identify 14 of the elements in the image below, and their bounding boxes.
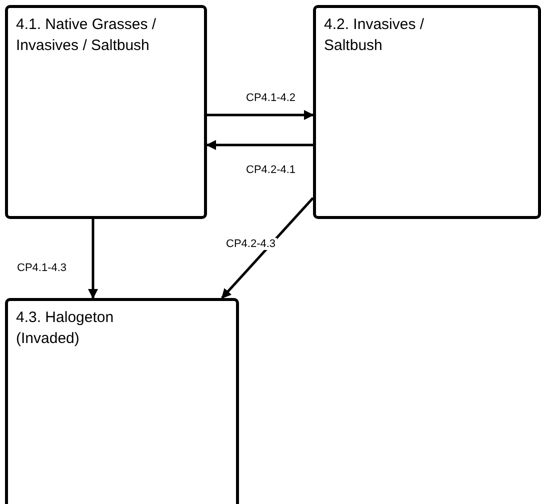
state-title: 4.3. Halogeton (Invaded) — [16, 308, 115, 349]
state-box — [313, 5, 541, 219]
edge-label: CP4.2-4.1 — [245, 164, 297, 176]
arrow — [206, 140, 313, 150]
edge-label: CP4.2-4.3 — [225, 238, 277, 250]
edge-label: CP4.1-4.3 — [16, 262, 68, 274]
state-title: 4.2. Invasives / Saltbush — [324, 15, 426, 56]
arrow — [88, 219, 98, 299]
arrow — [221, 197, 314, 299]
arrow — [207, 110, 314, 120]
edge-label: CP4.1-4.2 — [245, 92, 297, 104]
state-box — [5, 298, 239, 504]
state-title: 4.1. Native Grasses / Invasives / Saltbush — [16, 15, 158, 56]
state-box — [5, 5, 207, 219]
